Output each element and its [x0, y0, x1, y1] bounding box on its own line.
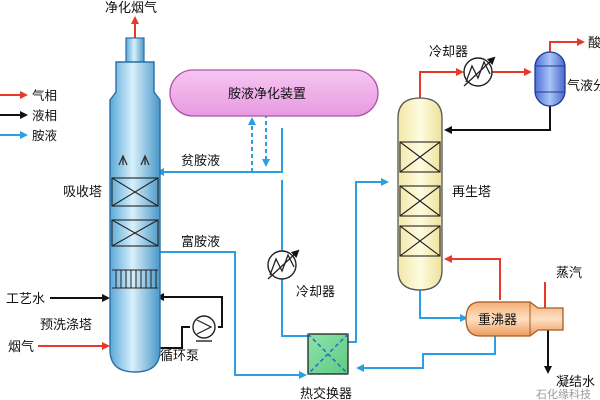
steam-label: 蒸汽: [556, 266, 582, 281]
reflux-line: [444, 104, 551, 134]
lean-amine-line: [156, 128, 283, 176]
purifier-label: 胺液净化装置: [228, 87, 306, 102]
regen-overhead-line: [419, 68, 464, 100]
circ-loop-out: [158, 326, 190, 349]
absorber-tower: [109, 37, 161, 373]
condensate-label: 凝结水: [556, 374, 595, 390]
regen-to-reboiler-line: [419, 288, 468, 322]
gas-liquid-separator: [534, 51, 566, 107]
regenerator-shell: [397, 97, 443, 291]
reboiler-to-hx-line: [356, 335, 496, 372]
legend-liquid-label: 液相: [32, 108, 57, 123]
separator-label: 气液分: [567, 78, 600, 94]
regenerator-label: 再生塔: [452, 185, 491, 200]
circulation-pump: [192, 315, 216, 342]
acid-gas-line: [549, 38, 585, 52]
legend-amine-label: 胺液: [32, 128, 58, 143]
regenerator-tower: [397, 97, 443, 291]
cooler-top: [463, 56, 496, 87]
reboiler-label: 重沸器: [478, 312, 517, 328]
process-water-label: 工艺水: [6, 292, 45, 307]
lean-amine-label: 贫胺液: [181, 153, 220, 169]
reboiler: [465, 301, 564, 337]
heat-exchanger-label: 热交换器: [300, 386, 352, 400]
distributor-icons: [118, 154, 150, 166]
circ-loop-return: [156, 293, 223, 328]
rich-amine-line: [158, 251, 307, 379]
absorber-grid: [112, 269, 158, 289]
prewash-label: 预洗涤塔: [40, 318, 92, 333]
absorber-packing: [111, 177, 159, 247]
labels: 净化烟气 胺液净化装置 贫胺液 富胺液 吸收塔 再生塔 冷却器 冷却器 气液分 …: [6, 0, 600, 400]
heat-exchanger: [307, 333, 349, 375]
legend-gas-label: 气相: [32, 88, 57, 103]
clean-gas-label: 净化烟气: [105, 0, 157, 16]
cooler-top-label: 冷却器: [429, 45, 468, 60]
legend: 气相 液相 胺液: [0, 88, 58, 143]
cooler-mid-label: 冷却器: [296, 285, 335, 300]
acid-gas-label: 酸: [588, 36, 600, 51]
rich-to-regen-line: [348, 178, 389, 343]
watermark-text: 石化缘科技: [536, 387, 591, 400]
reboiler-vapor-line: [444, 255, 501, 300]
cooler-mid: [267, 249, 300, 280]
flue-gas-label: 烟气: [8, 339, 34, 355]
pump-label: 循环泵: [160, 349, 199, 364]
regenerator-packing: [399, 141, 441, 257]
amine-purifier-unit: [169, 69, 379, 117]
rich-amine-label: 富胺液: [181, 234, 220, 250]
absorber-label: 吸收塔: [63, 185, 102, 200]
pipelines: [38, 16, 585, 379]
absorber-shell: [109, 61, 161, 373]
